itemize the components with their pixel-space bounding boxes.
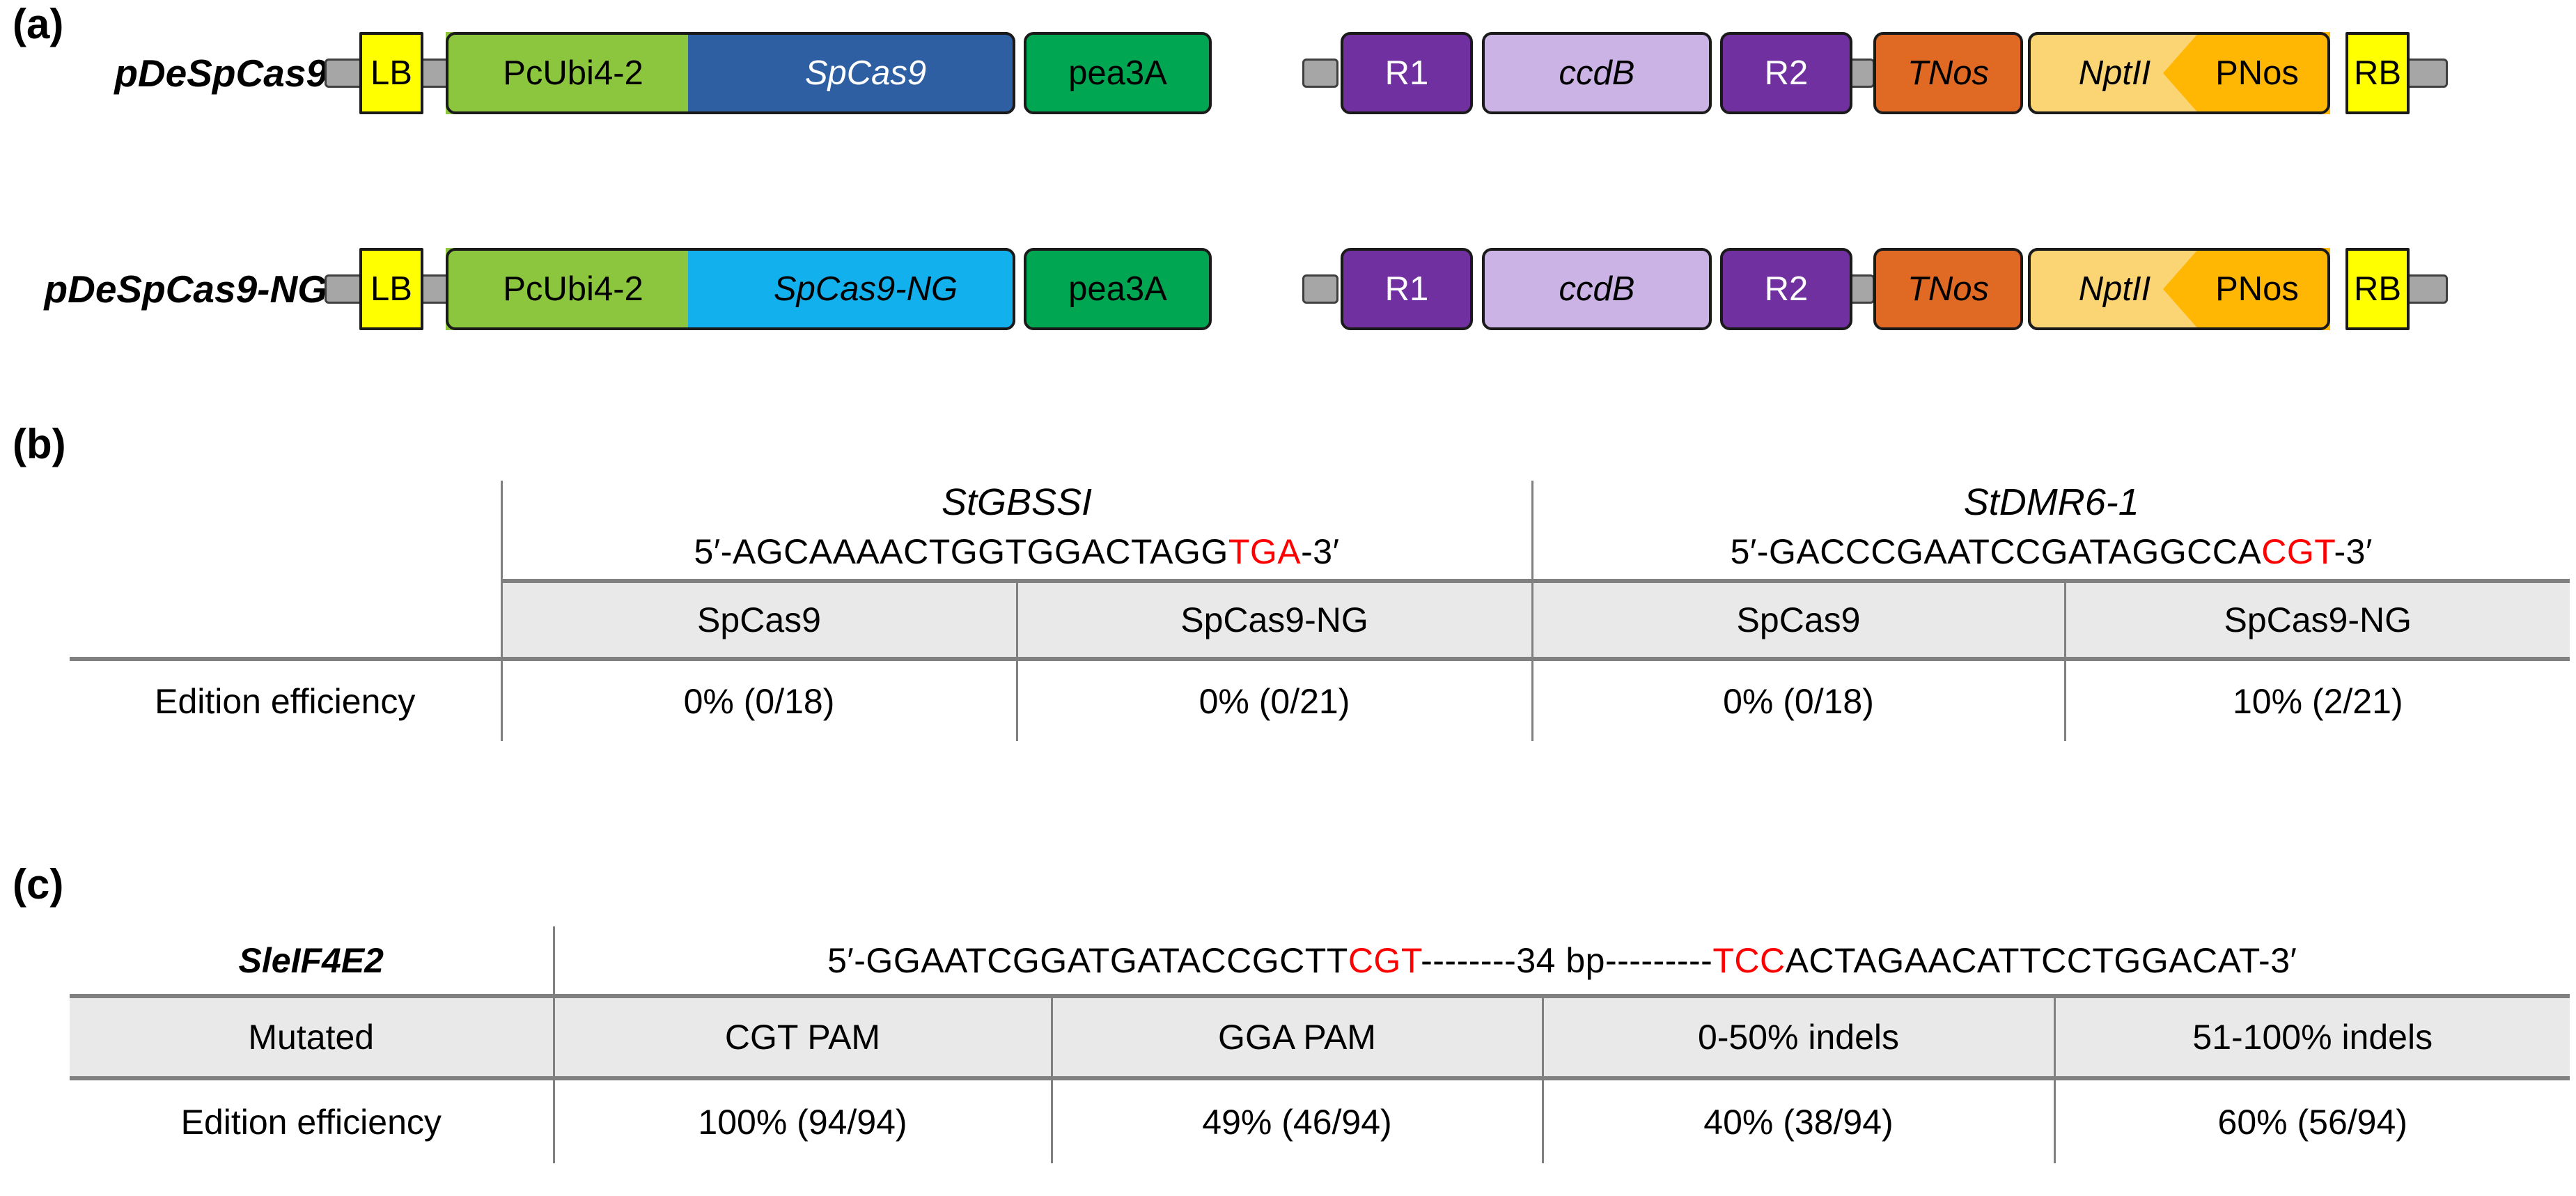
panel-b-label: (b) <box>13 421 66 467</box>
efficiency-value: 60% (56/94) <box>2053 1078 2570 1163</box>
efficiency-value: 100% (94/94) <box>552 1078 1052 1163</box>
panel-a-label: (a) <box>13 1 64 47</box>
gene-element-R2[interactable]: R2 <box>1720 248 1852 330</box>
gene-label: pea3A <box>1068 270 1167 308</box>
column-header: 51-100% indels <box>2053 994 2570 1080</box>
plasmid-map: LB PcUbi4-2 SpCas9 pea3A R1 ccdB R2 TNos… <box>0 28 2576 118</box>
efficiency-value: 0% (0/18) <box>1531 659 2065 741</box>
gene-label: PcUbi4-2 <box>503 270 643 308</box>
table-row-sequence: SleIF4E2 5′-GGAATCGGATGATACCGCTTCGT-----… <box>70 926 2570 996</box>
column-header: GGA PAM <box>1050 994 1543 1080</box>
gene-element-pea3A[interactable]: pea3A <box>1024 32 1212 114</box>
plasmid-map: LB PcUbi4-2 SpCas9-NG pea3A R1 ccdB R2 T… <box>0 244 2576 334</box>
gene-label: NptII <box>2078 54 2151 92</box>
gene-element-SpCas9[interactable]: SpCas9 <box>688 32 1015 114</box>
row-label: Edition efficiency <box>180 1102 442 1142</box>
efficiency-value: 40% (38/94) <box>1541 1078 2054 1163</box>
gene-label: R2 <box>1764 270 1809 308</box>
column-header-mutated: Mutated <box>70 994 554 1080</box>
sequence-suffix: -3′ <box>1301 531 1340 571</box>
column-header: 0-50% indels <box>1541 994 2054 1080</box>
gene-element-LB[interactable]: LB <box>359 248 423 330</box>
nuclease-header: SpCas9 <box>500 579 1017 661</box>
gene-element-RB[interactable]: RB <box>2345 248 2410 330</box>
table-row-nuclease-headers: SpCas9 SpCas9-NG SpCas9 SpCas9-NG <box>70 579 2570 661</box>
efficiency-value: 49% (46/94) <box>1050 1078 1543 1163</box>
gene-label: ccdB <box>1559 54 1635 92</box>
target-sequence: 5′-AGCAAAACTGGTGGACTAGGTGA-3′ <box>500 524 1532 581</box>
nuclease-header: SpCas9-NG <box>2063 579 2570 661</box>
efficiency-value: 0% (0/18) <box>500 659 1017 741</box>
gene-element-RB[interactable]: RB <box>2345 32 2410 114</box>
gene-element-PcUbi4-2[interactable]: PcUbi4-2 <box>446 32 724 114</box>
efficiency-value: 0% (0/21) <box>1015 659 1532 741</box>
gene-element-TNos[interactable]: TNos <box>1873 248 2023 330</box>
gene-element-PNos[interactable]: PNos <box>2163 248 2330 330</box>
sequence-prefix: 5′-GGAATCGGATGATACCGCTT <box>827 940 1348 980</box>
gene-element-R1[interactable]: R1 <box>1341 248 1473 330</box>
table-row-efficiency: Edition efficiency 100% (94/94) 49% (46/… <box>70 1078 2570 1163</box>
gene-label: R1 <box>1384 270 1429 308</box>
backbone-segment <box>1302 59 1338 88</box>
table-row-gene-names: StGBSSI StDMR6-1 <box>70 481 2570 524</box>
gene-label: ccdB <box>1559 270 1635 308</box>
panel-b-table: StGBSSI StDMR6-1 5′-AGCAAAACTGGTGGACTAGG… <box>70 481 2570 741</box>
target-sequence: 5′-GACCCGAATCCGATAGGCCACGT-3′ <box>1531 524 2570 581</box>
sequence-suffix: -3′ <box>2334 531 2373 571</box>
sequence-spacer: --------34 bp--------- <box>1421 940 1713 980</box>
gene-element-R1[interactable]: R1 <box>1341 32 1473 114</box>
target-sequence: 5′-GGAATCGGATGATACCGCTTCGT--------34 bp-… <box>552 926 2570 996</box>
column-header: CGT PAM <box>552 994 1052 1080</box>
pam-sequence-1: CGT <box>1348 940 1421 980</box>
backbone-segment <box>1302 274 1338 304</box>
gene-label: PcUbi4-2 <box>503 54 643 92</box>
construct-row-pDeSpCas9-NG: pDeSpCas9-NG LB PcUbi4-2 SpCas9-NG pea3A… <box>0 244 2576 334</box>
gene-label: TNos <box>1907 54 1990 92</box>
gene-label: SpCas9 <box>804 54 927 92</box>
construct-name: pDeSpCas9-NG <box>44 267 327 311</box>
gene-element-PcUbi4-2[interactable]: PcUbi4-2 <box>446 248 724 330</box>
sequence-prefix: 5′-GACCCGAATCCGATAGGCCA <box>1730 531 2262 571</box>
gene-label: pea3A <box>1068 54 1167 92</box>
sequence-suffix: ACTAGAACATTCCTGGACAT-3′ <box>1785 940 2297 980</box>
pam-sequence-2: TCC <box>1712 940 1786 980</box>
gene-label: LB <box>370 270 412 308</box>
nuclease-header: SpCas9 <box>1531 579 2065 661</box>
panel-c-label: (c) <box>13 861 64 908</box>
construct-row-pDeSpCas9: pDeSpCas9 LB PcUbi4-2 SpCas9 pea3A R1 cc… <box>0 28 2576 118</box>
gene-name-header: StGBSSI <box>500 481 1532 524</box>
gene-element-SpCas9-NG[interactable]: SpCas9-NG <box>688 248 1015 330</box>
gene-label: TNos <box>1907 270 1990 308</box>
gene-label: R1 <box>1384 54 1429 92</box>
gene-element-PNos[interactable]: PNos <box>2163 32 2330 114</box>
gene-element-ccdB[interactable]: ccdB <box>1482 32 1712 114</box>
gene-element-R2[interactable]: R2 <box>1720 32 1852 114</box>
gene-label: PNos <box>2215 54 2299 92</box>
gene-label: RB <box>2353 270 2402 308</box>
table-row-sequences: 5′-AGCAAAACTGGTGGACTAGGTGA-3′ 5′-GACCCGA… <box>70 524 2570 581</box>
table-row-headers: Mutated CGT PAM GGA PAM 0-50% indels 51-… <box>70 994 2570 1080</box>
gene-label: SpCas9-NG <box>773 270 958 308</box>
gene-element-LB[interactable]: LB <box>359 32 423 114</box>
gene-element-TNos[interactable]: TNos <box>1873 32 2023 114</box>
row-label: Edition efficiency <box>70 657 501 741</box>
gene-label: PNos <box>2215 270 2299 308</box>
gene-label: NptII <box>2078 270 2151 308</box>
pam-sequence: CGT <box>2261 531 2334 571</box>
pam-sequence: TGA <box>1228 531 1302 571</box>
nuclease-header: SpCas9-NG <box>1015 579 1532 661</box>
gene-element-pea3A[interactable]: pea3A <box>1024 248 1212 330</box>
gene-label: RB <box>2353 54 2402 92</box>
gene-name-label: SleIF4E2 <box>238 940 384 980</box>
gene-label: LB <box>370 54 412 92</box>
efficiency-value: 10% (2/21) <box>2063 659 2570 741</box>
gene-label: R2 <box>1764 54 1809 92</box>
construct-name: pDeSpCas9 <box>114 52 327 95</box>
table-row-efficiency: Edition efficiency 0% (0/18) 0% (0/21) 0… <box>70 657 2570 741</box>
panel-c-table: SleIF4E2 5′-GGAATCGGATGATACCGCTTCGT-----… <box>70 926 2570 1163</box>
sequence-prefix: 5′-AGCAAAACTGGTGGACTAGG <box>694 531 1228 571</box>
gene-name-header: StDMR6-1 <box>1531 481 2570 524</box>
gene-element-ccdB[interactable]: ccdB <box>1482 248 1712 330</box>
